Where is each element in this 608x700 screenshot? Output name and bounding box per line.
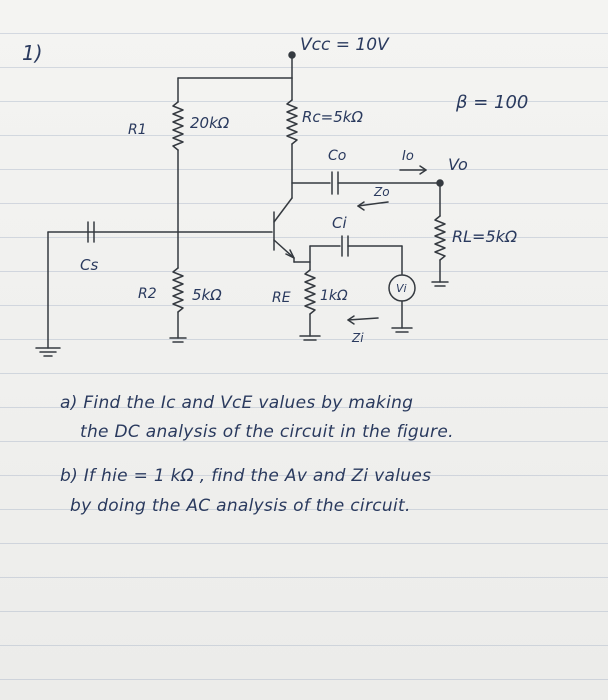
zo-label: Zo — [373, 185, 390, 199]
circuit-schematic: 1) Vcc = 10V β = 100 R1 20kΩ Rc=5kΩ Co I… — [22, 35, 528, 357]
re-resistor — [304, 269, 316, 315]
problem-number: 1) — [22, 41, 43, 65]
question-b-line2: by doing the AC analysis of the circuit. — [70, 496, 411, 516]
zi-label: Zi — [351, 331, 364, 345]
r2-resistor — [172, 267, 184, 313]
ci-label: Ci — [332, 214, 347, 232]
rc-resistor — [286, 99, 298, 145]
rl-label: RL=5kΩ — [452, 227, 518, 246]
r2-value: 5kΩ — [192, 286, 222, 304]
r1-resistor — [172, 101, 184, 151]
beta-label: β = 100 — [455, 92, 528, 113]
zo-arrow — [357, 201, 389, 207]
vi-label: Vi — [396, 282, 407, 295]
vo-label: Vo — [448, 155, 468, 174]
question-b-line1: b) If hie = 1 kΩ , find the Av and Zi va… — [60, 466, 432, 486]
co-label: Co — [328, 148, 346, 164]
zi-arrow — [347, 317, 379, 321]
cs-label: Cs — [80, 256, 98, 274]
r2-name: R2 — [138, 286, 157, 302]
r1-name: R1 — [128, 122, 147, 138]
re-value: 1kΩ — [320, 288, 348, 304]
io-label: Io — [402, 149, 414, 164]
rc-label: Rc=5kΩ — [302, 108, 363, 126]
question-a-line2: the DC analysis of the circuit in the fi… — [80, 422, 454, 442]
vcc-label: Vcc = 10V — [300, 35, 390, 55]
re-name: RE — [272, 290, 291, 306]
question-a-line1: a) Find the Ic and VcE values by making — [60, 393, 414, 413]
rl-resistor — [434, 215, 446, 261]
r1-value: 20kΩ — [190, 114, 230, 132]
